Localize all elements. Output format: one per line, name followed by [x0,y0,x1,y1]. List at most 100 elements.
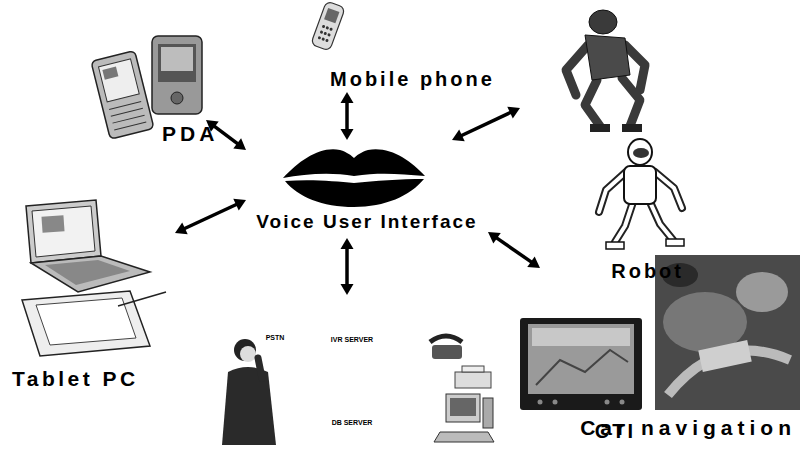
car-navigation-picture [520,255,800,410]
pda-picture [102,67,118,80]
tablet-pc-picture [32,206,95,257]
cti-picture [234,339,256,361]
interface-hub: Voice User Interface [246,140,488,238]
double-arrow [341,238,354,295]
robot-picture [650,202,673,240]
car-navigation-picture [698,340,751,372]
robot-picture [633,148,649,158]
robot-picture [622,124,642,132]
arrow-head [175,222,188,234]
robot-picture [585,80,600,126]
device-name: PDA [162,121,218,146]
network-label: DB SERVER [330,419,374,427]
tablet-pc-picture [45,260,130,285]
lips-icon [283,149,425,207]
car-navigation-picture [520,318,642,410]
device-region: CTI [210,295,638,445]
device-name: Voice User Interface [256,211,477,234]
lips-icon [285,179,424,207]
car-navigation-picture [736,272,788,312]
arrow-head [341,238,354,249]
network-label: IVR SERVER [330,336,374,344]
arrow-shaft [494,236,533,263]
cti-picture [483,398,493,428]
arrow-shaft [345,246,349,288]
arrow-head [341,129,354,140]
car-navigation-picture [536,350,628,385]
robot-picture [655,172,682,208]
cti-picture [430,336,462,342]
arrow-head [527,256,540,268]
device-region: Robot [520,2,700,285]
cti-picture [434,432,494,442]
pda-picture [109,102,141,110]
device-label: Mobile phone [328,66,497,92]
mobile-phone-picture [322,25,326,29]
pda-picture [114,122,146,130]
device-name: CTI [595,419,636,443]
mobile-phone-picture [325,39,329,43]
tablet-pc-picture [41,215,64,232]
mobile-phone-picture [327,33,331,37]
cti-picture [258,358,262,378]
robot-picture [599,172,626,212]
device-name: Tablet PC [12,366,139,391]
arrow-shaft [459,111,513,136]
pda-picture [158,44,196,82]
mobile-phone-picture [318,36,322,40]
robot-picture [566,45,588,95]
tablet-pc-picture [22,291,150,356]
mobile-phone-picture [329,27,333,31]
arrow-head [452,129,465,141]
arrow-shaft [345,100,349,133]
car-navigation-picture [538,400,543,405]
robot-picture [589,10,617,34]
mobile-phone-picture [311,1,346,51]
robot-picture [615,202,633,242]
device-region: Tablet PC [8,196,175,392]
double-arrow [452,107,520,141]
pda-picture [113,115,145,123]
car-navigation-picture [553,400,558,405]
tablet-pc-picture [26,200,101,263]
pda-picture [91,51,154,140]
pda-picture [91,51,154,140]
tablet-pc-picture [22,200,166,356]
device-label: PDA [160,120,220,147]
cti-picture [222,336,494,445]
cti-picture [455,372,491,388]
robot-picture [624,166,656,204]
car-navigation-picture [605,400,610,405]
pda-picture [111,108,143,116]
cti-picture [240,346,256,362]
pda-picture [152,36,202,114]
pda-picture [98,59,139,102]
robot-picture [622,78,640,126]
robot-picture [599,172,626,212]
cti-picture [450,398,476,416]
robot-picture [590,124,610,132]
mobile-phone-picture [311,1,346,51]
double-arrow [341,92,354,140]
car-navigation-picture [620,400,625,405]
cti-picture [462,366,484,372]
mobile-phone-picture [321,37,325,41]
cti-picture [446,394,480,422]
robot-picture [585,35,630,80]
pda-picture [161,47,193,71]
device-name: Mobile phone [330,67,495,91]
tablet-pc-picture [118,292,166,306]
car-navigation-picture [528,324,634,394]
tablet-pc-picture [31,256,150,292]
pda-picture [171,92,183,104]
network-label: PSTN [262,334,288,342]
robot-picture [628,139,652,165]
cti-picture [432,345,462,359]
device-region: Car navigation [540,255,798,442]
robot-picture [666,239,684,246]
device-name: Robot [611,259,684,283]
arrow-head [341,284,354,295]
robot-picture [566,10,684,249]
robot-picture [606,242,624,249]
